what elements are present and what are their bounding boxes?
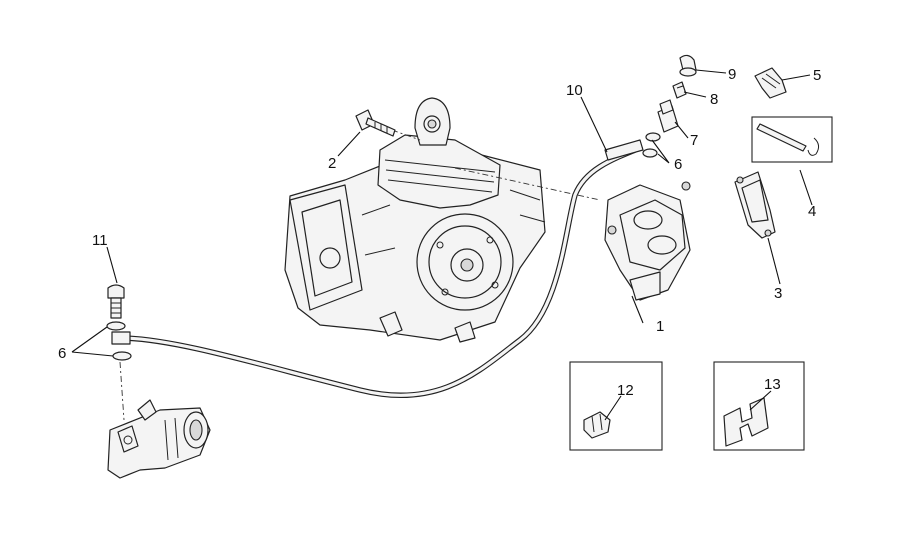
callout-labels: 1 2 3 4 5 6 7 8 9 10 11 6 12 13 <box>58 66 821 399</box>
callout-10: 10 <box>566 82 583 99</box>
callout-12: 12 <box>617 382 634 399</box>
callout-4: 4 <box>808 203 816 220</box>
callout-1: 1 <box>656 318 664 335</box>
washers-6-left <box>106 321 132 361</box>
brake-pad-3 <box>734 171 776 239</box>
callout-9: 9 <box>728 66 736 83</box>
washers-6-right <box>642 132 661 158</box>
callout-6-left: 6 <box>58 345 66 362</box>
dust-cap-9 <box>679 54 697 77</box>
callout-8: 8 <box>710 91 718 108</box>
callout-13: 13 <box>764 376 781 393</box>
callout-11: 11 <box>92 232 108 249</box>
master-cylinder <box>107 399 211 479</box>
part-box-13 <box>713 361 805 451</box>
callout-5: 5 <box>813 67 821 84</box>
callout-7: 7 <box>690 132 698 149</box>
engine-block <box>284 97 546 343</box>
pad-pin-4 <box>751 116 833 163</box>
fitting-7 <box>657 99 679 133</box>
callout-3: 3 <box>774 285 782 302</box>
spring-plate-5 <box>754 67 787 99</box>
bolt-2 <box>355 109 396 137</box>
banjo-bolt-11 <box>107 284 125 319</box>
callout-6-right: 6 <box>674 156 682 173</box>
brake-hose-10 <box>111 139 644 399</box>
leader-lines <box>71 69 813 421</box>
master-cylinder-axis <box>119 361 125 421</box>
engine-to-caliper-axis <box>391 129 601 201</box>
part-box-12 <box>569 361 663 451</box>
brake-caliper-1 <box>604 181 691 301</box>
bleed-screw-8 <box>672 81 687 99</box>
callout-2: 2 <box>328 155 336 172</box>
